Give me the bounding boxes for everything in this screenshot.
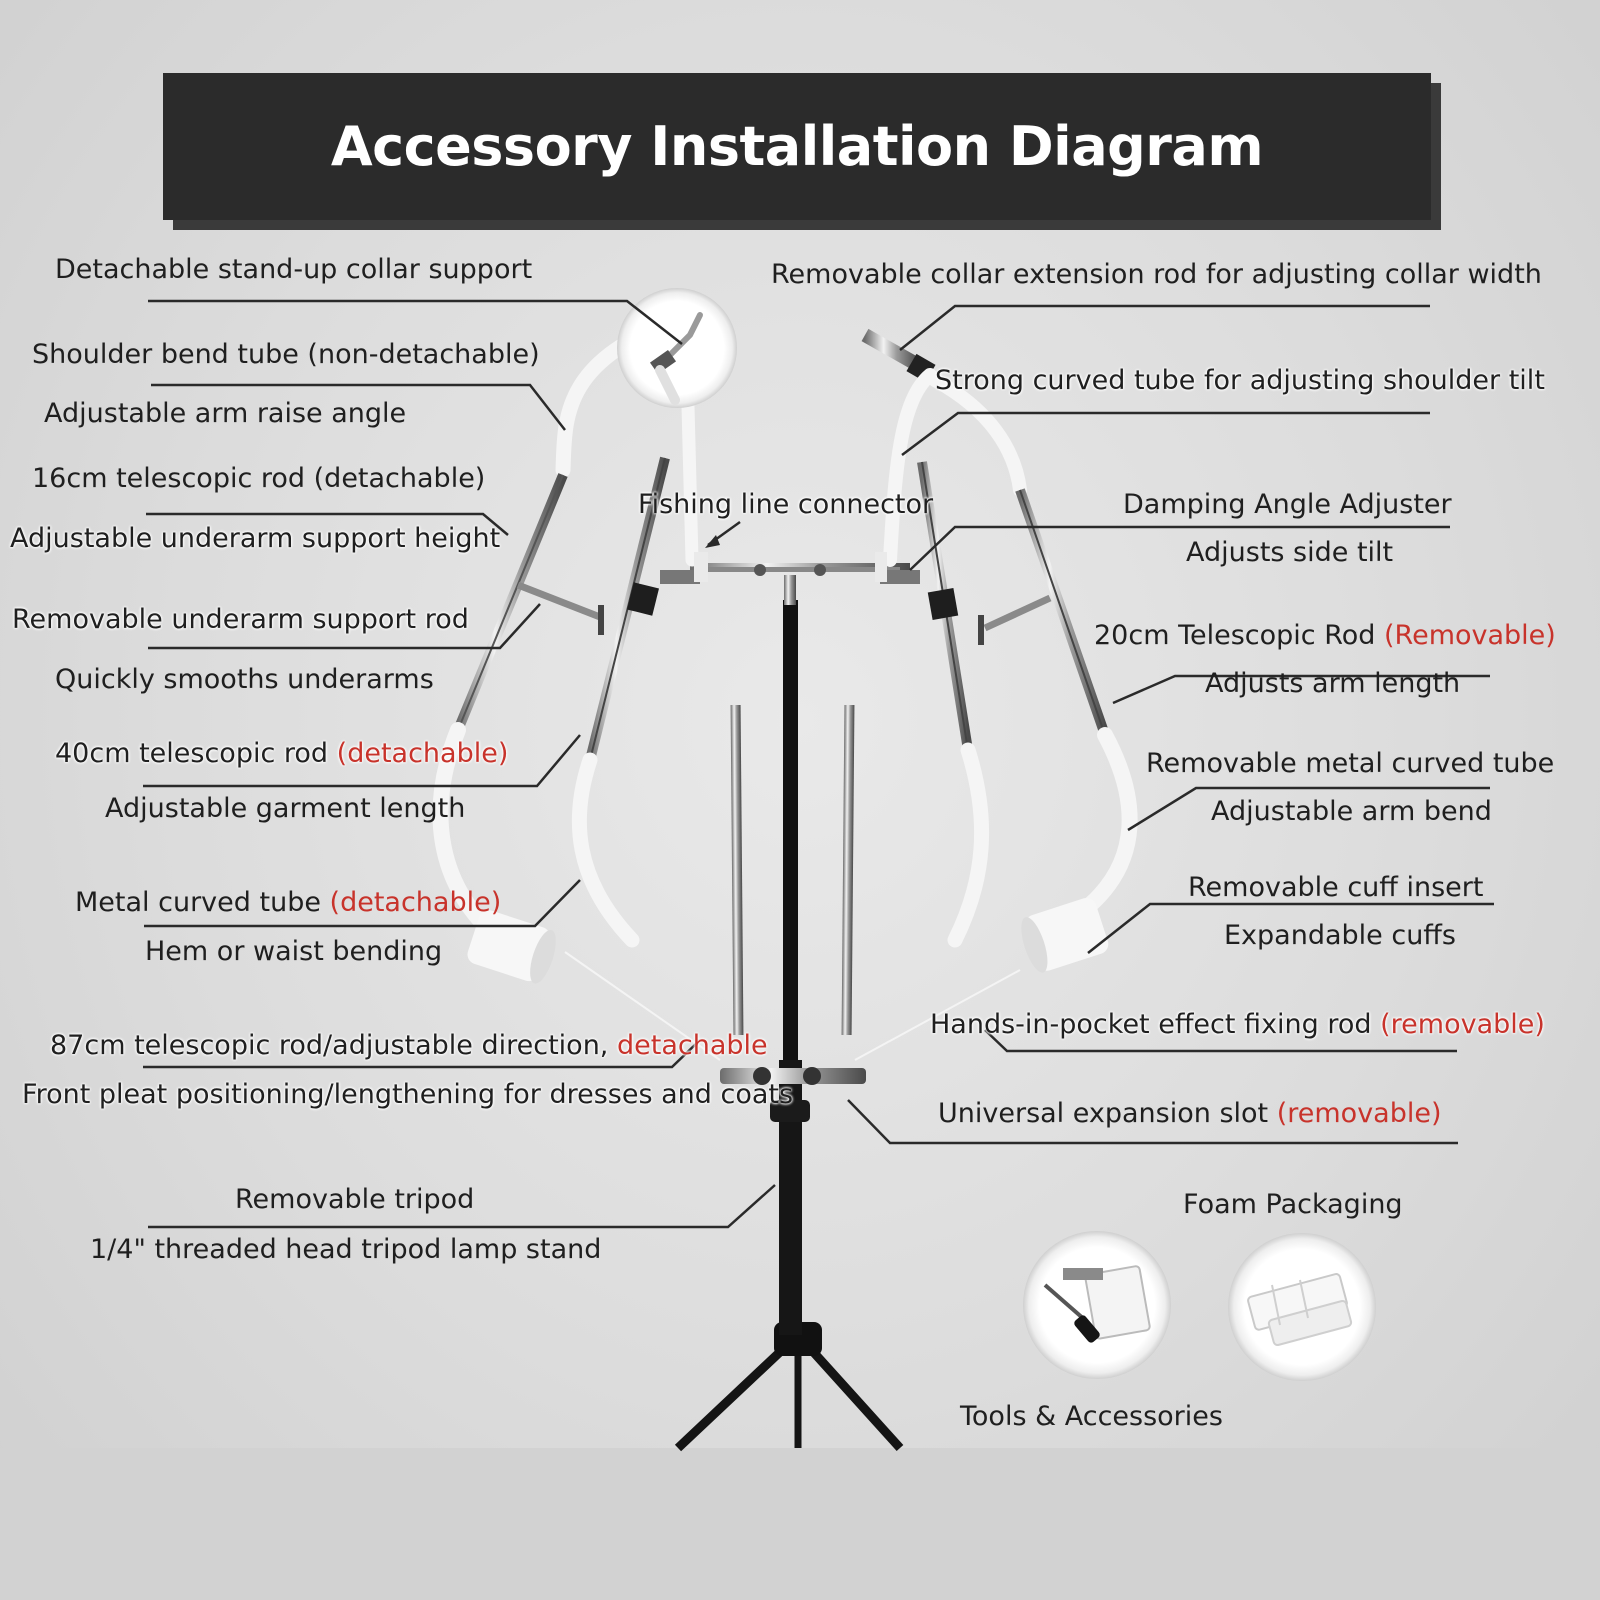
label-arm-length: Adjusts arm length	[1205, 668, 1461, 699]
pocket-lines	[564, 951, 1021, 1061]
tripod	[674, 575, 904, 1452]
foam-packaging-circle	[1228, 1233, 1376, 1381]
label-rod-20cm: 20cm Telescopic Rod (Removable)	[1094, 620, 1556, 651]
label-arm-raise: Adjustable arm raise angle	[44, 398, 407, 429]
leader-lines	[143, 299, 1494, 1229]
label-side-tilt: Adjusts side tilt	[1186, 537, 1394, 568]
page-title: Accessory Installation Diagram	[330, 115, 1264, 178]
label-underarm-height: Adjustable underarm support height	[10, 523, 501, 554]
label-hem-waist: Hem or waist bending	[145, 936, 443, 967]
tools-accessories-circle	[1023, 1231, 1171, 1379]
label-rod-87cm: 87cm telescopic rod/adjustable direction…	[50, 1030, 768, 1061]
label-collar-extension: Removable collar extension rod for adjus…	[771, 259, 1542, 290]
label-damping: Damping Angle Adjuster	[1123, 489, 1452, 520]
label-pocket-rod: Hands-in-pocket effect fixing rod (remov…	[930, 1009, 1545, 1040]
label-rod-16cm: 16cm telescopic rod (detachable)	[32, 463, 486, 494]
rod-87cm-pair	[720, 704, 866, 1085]
label-fishing-line: Fishing line connector	[638, 489, 934, 520]
title-bar: Accessory Installation Diagram	[163, 73, 1431, 220]
floor-band	[0, 1448, 1600, 1600]
label-arm-bend: Adjustable arm bend	[1211, 796, 1492, 827]
label-garment-length: Adjustable garment length	[105, 793, 466, 824]
right-frame	[861, 328, 1138, 973]
shoulder-bar	[690, 563, 910, 576]
label-strong-curved: Strong curved tube for adjusting shoulde…	[935, 365, 1545, 396]
label-cuff-insert: Removable cuff insert	[1188, 872, 1484, 903]
label-expand-cuffs: Expandable cuffs	[1224, 920, 1456, 951]
label-rod-40cm: 40cm telescopic rod (detachable)	[55, 738, 509, 769]
label-metal-curved-tube: Metal curved tube (detachable)	[75, 887, 502, 918]
label-metal-bend-tube: Removable metal curved tube	[1146, 748, 1555, 779]
label-tools-accessories: Tools & Accessories	[960, 1401, 1223, 1432]
label-collar-support: Detachable stand-up collar support	[55, 254, 533, 285]
label-universal-slot: Universal expansion slot (removable)	[938, 1098, 1442, 1129]
fishing-line-arrow	[705, 535, 720, 548]
label-tripod: Removable tripod	[235, 1184, 475, 1215]
label-foam-packaging: Foam Packaging	[1183, 1189, 1403, 1220]
label-front-pleat: Front pleat positioning/lengthening for …	[22, 1079, 794, 1110]
left-frame	[432, 310, 708, 984]
label-threaded-head: 1/4" threaded head tripod lamp stand	[90, 1234, 602, 1265]
label-underarm-rod: Removable underarm support rod	[12, 604, 469, 635]
label-shoulder-bend: Shoulder bend tube (non-detachable)	[32, 339, 540, 370]
label-smooth-underarms: Quickly smooths underarms	[55, 664, 434, 695]
